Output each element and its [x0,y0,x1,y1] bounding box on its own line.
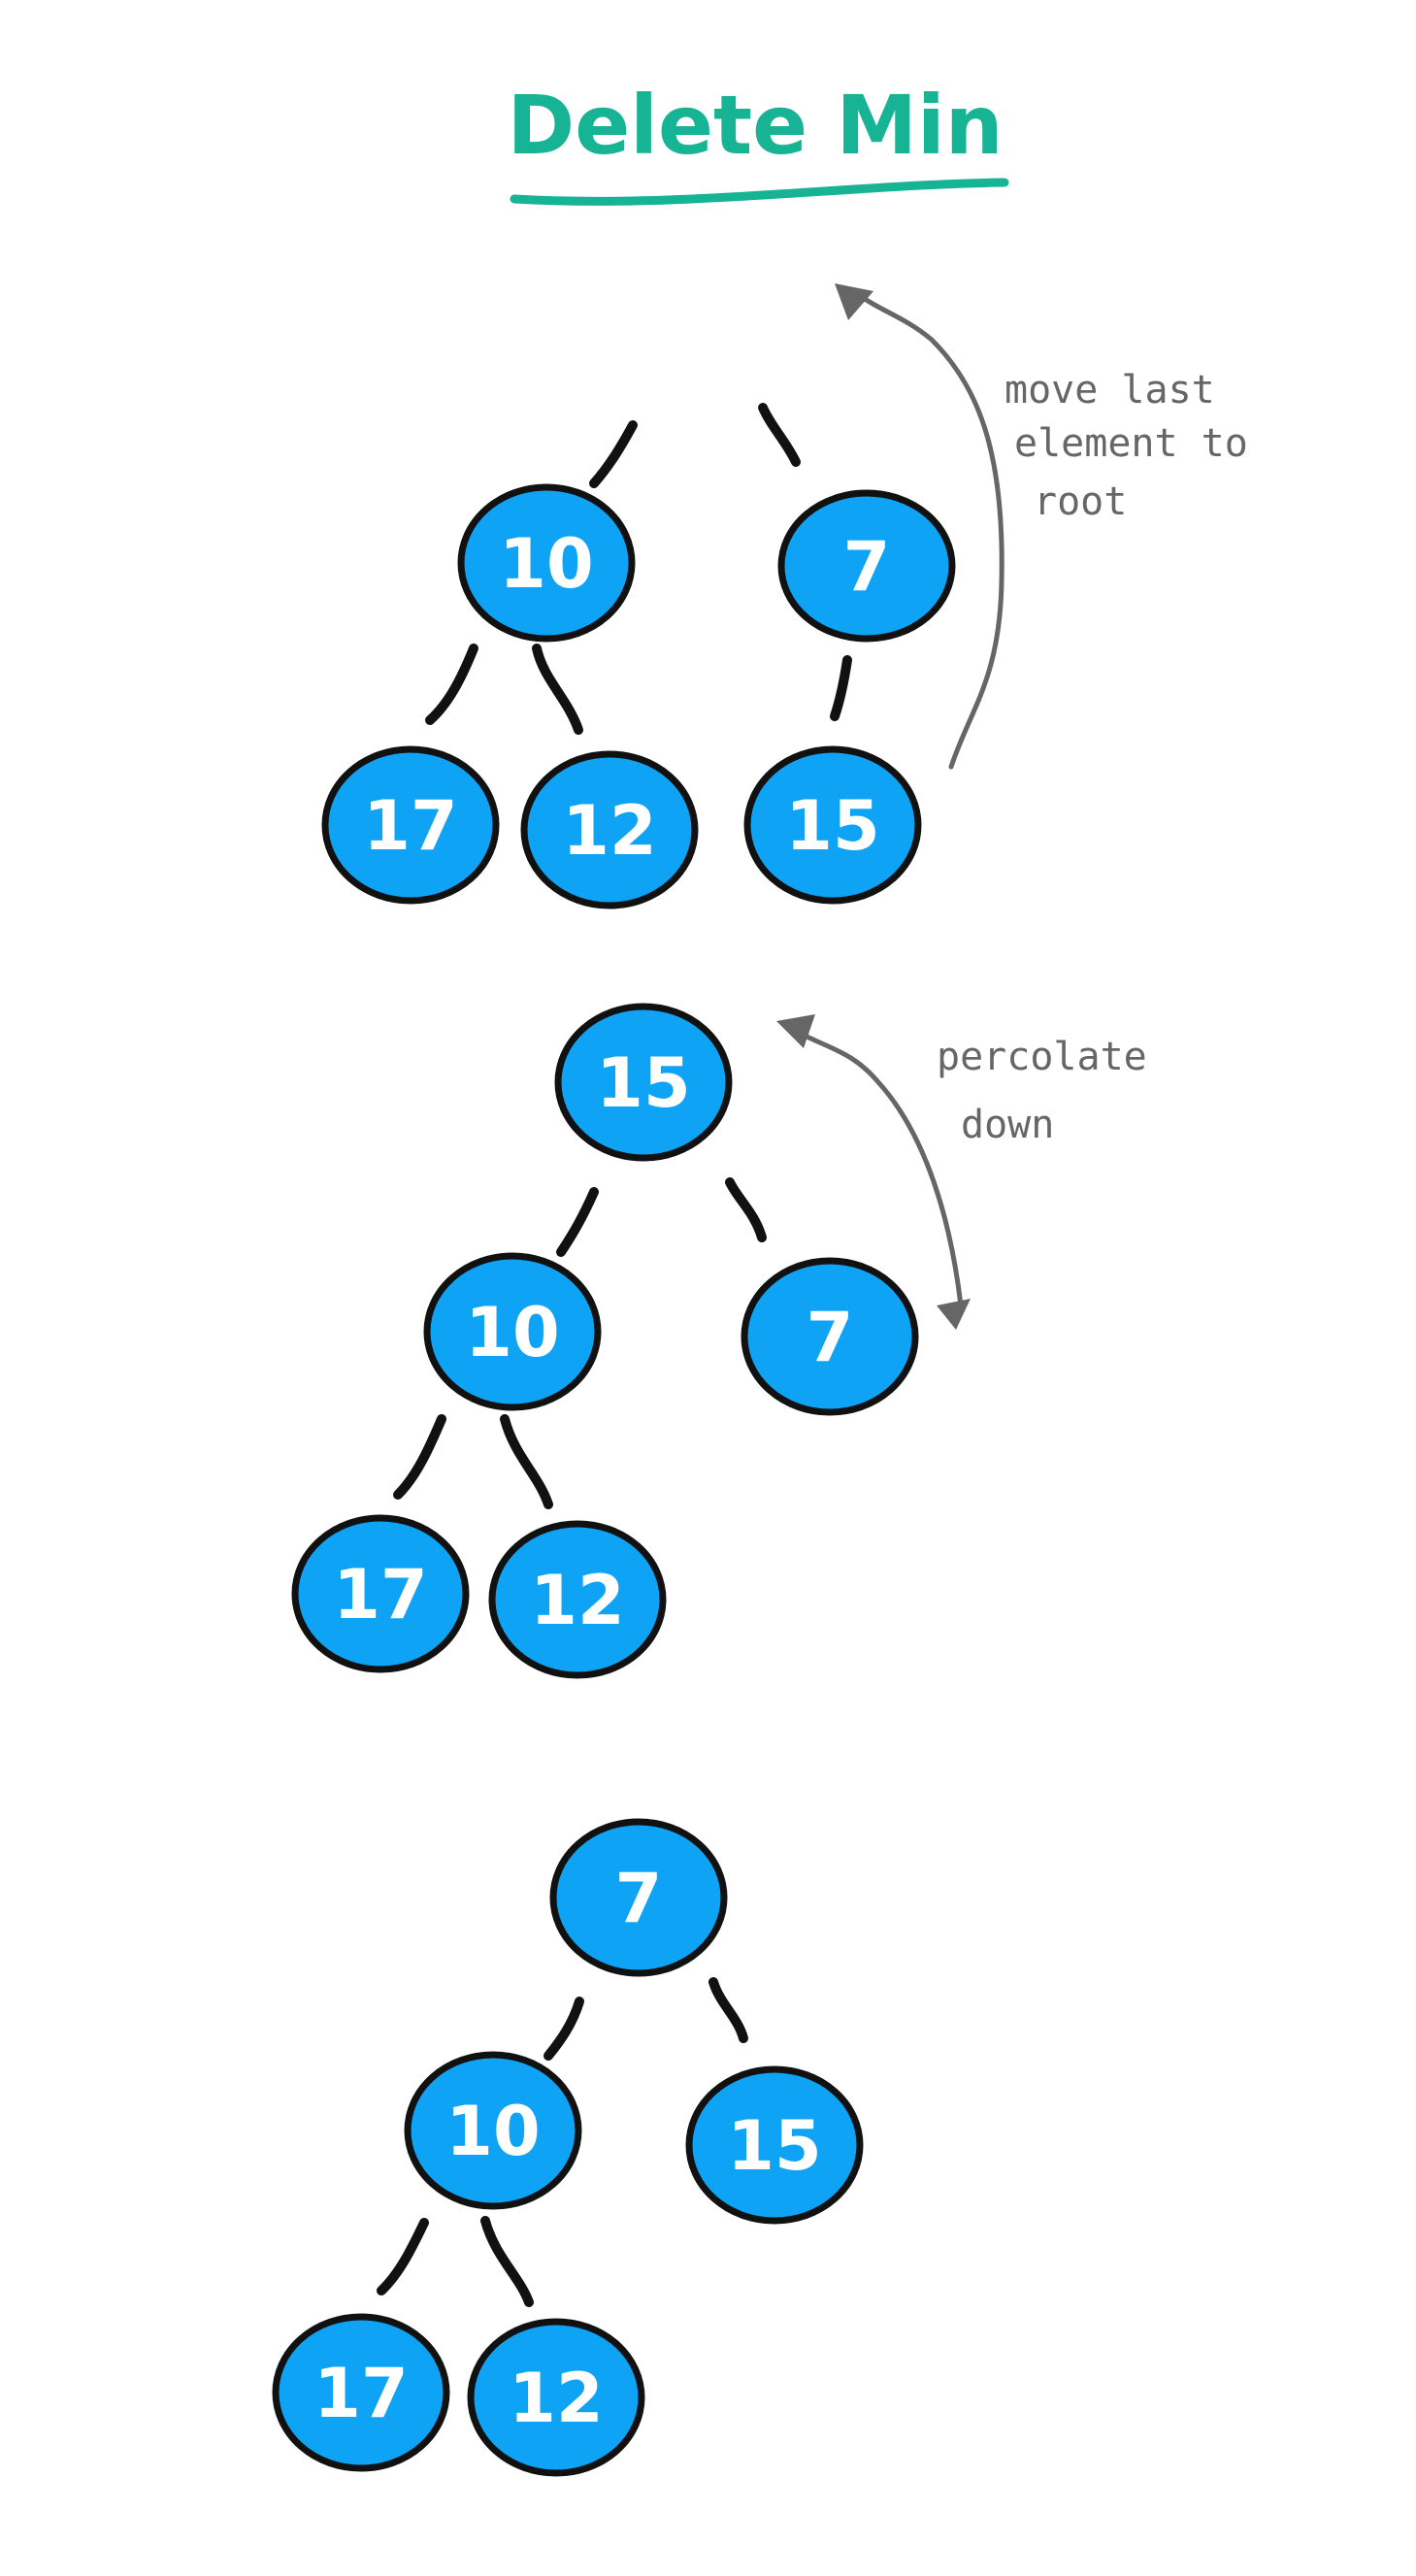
node-circle [291,1514,470,1673]
node-circle [685,2065,864,2225]
step-3: 7 10 15 17 12 [272,1818,864,2477]
annotation-line: root [1034,479,1127,524]
node-label: 10 [445,2092,540,2171]
node-label: 15 [596,1043,690,1123]
node-label: 12 [509,2359,603,2438]
tree-node: 17 [272,2313,450,2472]
node-circle [777,489,956,643]
percolate-down-arrow [798,1031,964,1308]
tree-node: 15 [743,745,922,905]
node-circle [520,750,699,909]
title-underline [510,178,1009,206]
node-circle [549,1818,728,1977]
node-circle [272,2313,450,2472]
move-to-root-arrow [851,288,1004,770]
step-1: 10 7 17 12 15 move last element to root [321,283,1248,909]
node-label: 17 [363,786,457,866]
tree-node: 12 [520,750,699,909]
node-circle [467,2318,645,2477]
node-circle [321,745,500,905]
node-label: 12 [530,1561,624,1640]
edge-7-15 [708,1977,748,2043]
edge-10-17 [425,644,478,725]
node-circle [488,1520,667,1679]
annotation-line: percolate [937,1035,1147,1079]
node-label: 17 [333,1555,427,1635]
tree-node: 17 [291,1514,470,1673]
arrowhead-icon [835,283,873,320]
tree-node: 10 [404,2051,582,2210]
tree-node: 7 [777,489,956,643]
edge-15-7 [725,1177,767,1242]
edge-7-15 [830,655,852,721]
tree-node: 12 [488,1520,667,1679]
node-circle [743,745,922,905]
diagram-title: Delete Min [507,78,1003,173]
tree-node: 15 [685,2065,864,2225]
tree-node: 10 [457,483,636,643]
node-circle [423,1252,602,1411]
annotation-line: move last [1004,368,1215,413]
arrowhead-icon [776,1014,815,1048]
edge-removed-root-left [589,420,638,488]
step-2: 15 10 7 17 12 percolate down [291,1003,1147,1679]
tree-node: 10 [423,1252,602,1411]
tree-node: 15 [554,1003,733,1162]
edge-10-12 [480,2216,534,2307]
node-circle [741,1257,919,1416]
tree-node: 7 [549,1818,728,1977]
node-label: 15 [785,786,879,866]
edge-7-10 [543,1997,584,2061]
edge-10-12 [500,1414,553,1509]
node-circle [554,1003,733,1162]
node-label: 10 [465,1293,559,1372]
edge-15-10 [556,1187,599,1257]
node-label: 7 [615,1859,663,1938]
annotation-line: down [961,1103,1054,1147]
annotation-line: element to [1014,421,1248,466]
tree-node: 7 [741,1257,919,1416]
arrowhead-icon [937,1299,971,1330]
tree-node: 12 [467,2318,645,2477]
edge-10-17 [377,2218,429,2295]
edge-10-17 [393,1414,446,1500]
node-label: 15 [727,2106,821,2186]
node-label: 7 [807,1298,854,1377]
node-label: 7 [843,527,891,607]
node-circle [404,2051,582,2210]
node-label: 12 [562,791,656,871]
edge-10-12 [532,644,583,735]
tree-node: 17 [321,745,500,905]
node-label: 17 [313,2354,408,2433]
node-label: 10 [499,524,593,604]
node-circle [457,483,636,643]
edge-removed-root-right [758,403,801,467]
